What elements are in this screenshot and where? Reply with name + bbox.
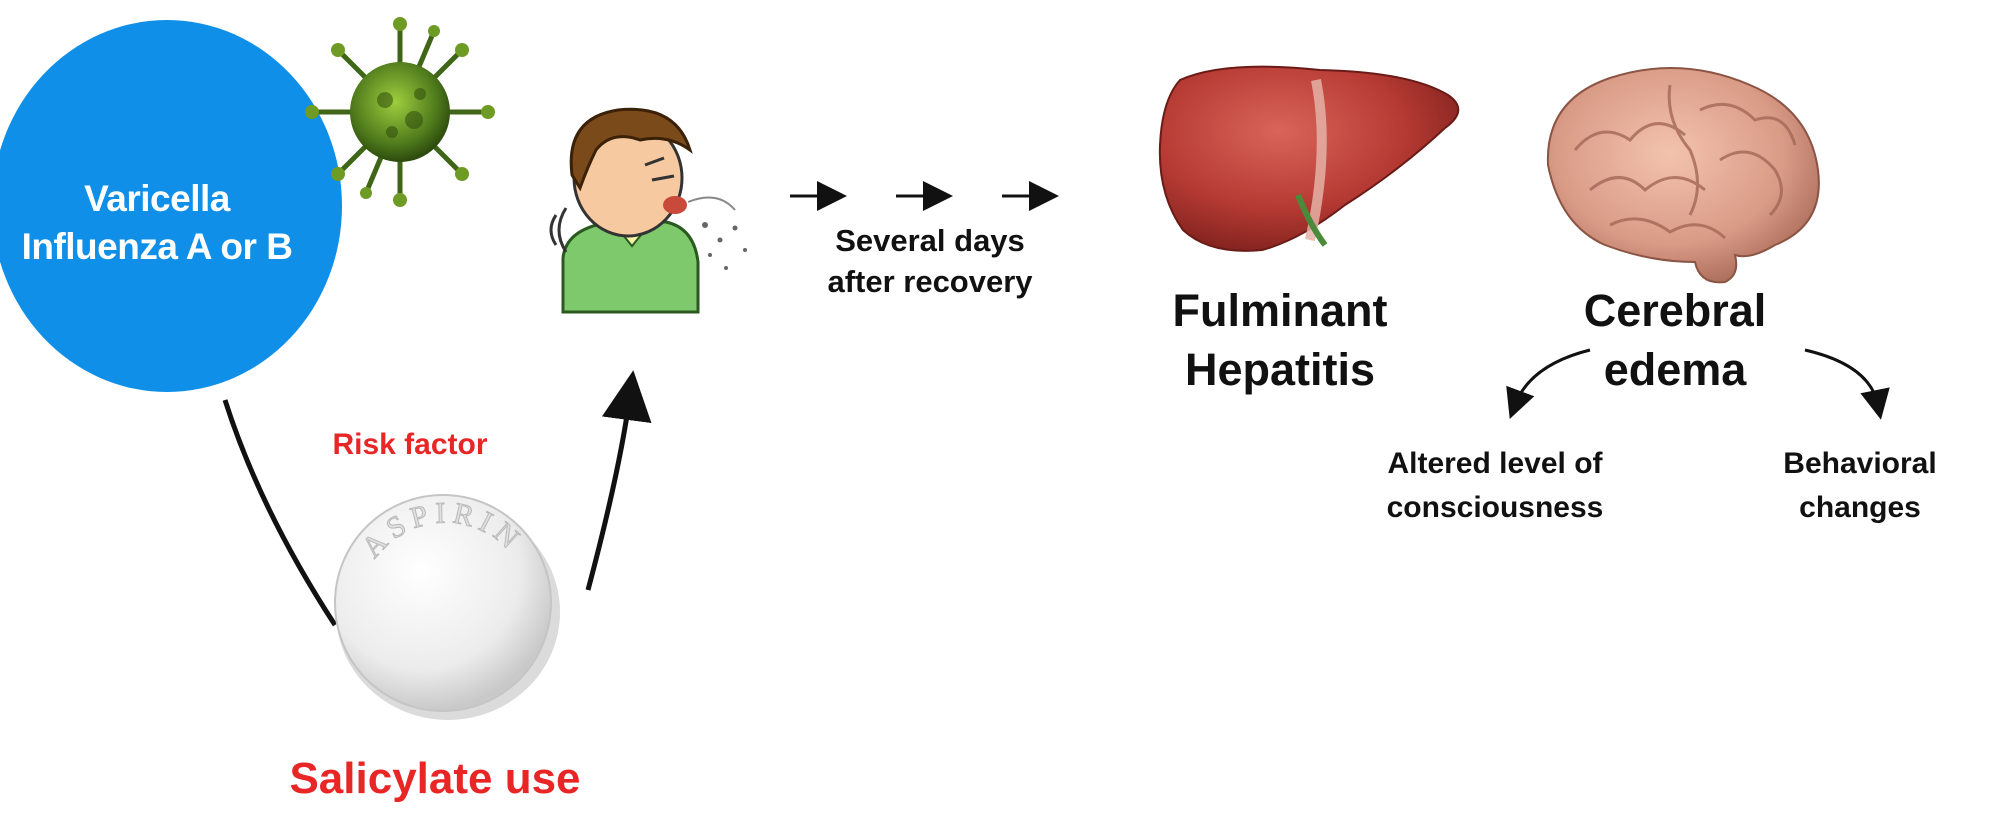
sick-boy-icon <box>551 109 747 312</box>
brain-icon <box>1548 68 1819 282</box>
behavior-line-1: Behavioral <box>1740 442 1980 486</box>
consciousness-effect-label: Altered level of consciousness <box>1355 442 1635 529</box>
pill-to-illness-arrow <box>588 395 630 590</box>
liver-line-2: Hepatitis <box>1130 341 1430 400</box>
behavior-line-2: changes <box>1740 486 1980 530</box>
aspirin-pill-icon: ASPIRIN <box>335 495 560 720</box>
behavior-effect-label: Behavioral changes <box>1740 442 1980 529</box>
liver-line-1: Fulminant <box>1130 282 1430 341</box>
brain-label: Cerebral edema <box>1525 282 1825 399</box>
liver-icon <box>1160 67 1458 251</box>
brain-line-1: Cerebral <box>1525 282 1825 341</box>
consciousness-line-1: Altered level of <box>1355 442 1635 486</box>
salicylate-use-label: Salicylate use <box>245 752 625 806</box>
virus-icon <box>305 17 495 207</box>
recovery-timing-label: Several days after recovery <box>770 220 1090 302</box>
liver-label: Fulminant Hepatitis <box>1130 282 1430 399</box>
consciousness-line-2: consciousness <box>1355 486 1635 530</box>
brain-line-2: edema <box>1525 341 1825 400</box>
timing-line-2: after recovery <box>770 261 1090 302</box>
risk-factor-label: Risk factor <box>300 427 520 464</box>
timing-line-1: Several days <box>770 220 1090 261</box>
